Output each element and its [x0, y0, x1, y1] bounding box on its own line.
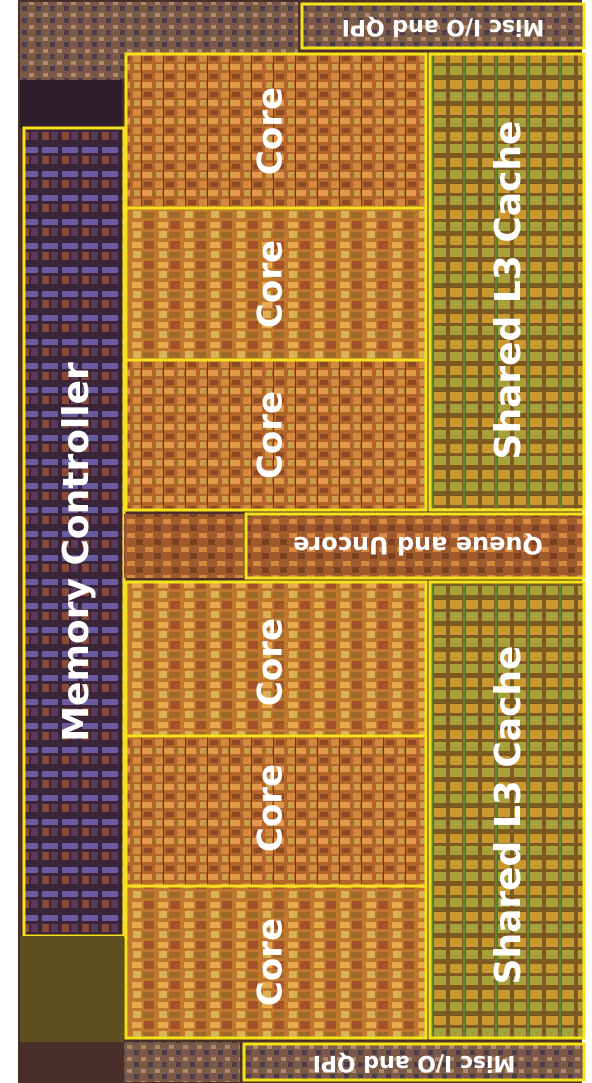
misc-io-top-label: Misc I/O and QPI [342, 14, 545, 39]
core-2-region: Core [124, 206, 428, 362]
core-5-region: Core [124, 734, 428, 888]
core-4-label: Core [251, 618, 291, 706]
bottom-left-block [20, 936, 124, 1042]
misc-io-bottom-region: Misc I/O and QPI [242, 1042, 586, 1082]
core-5-label: Core [251, 764, 291, 852]
memory-controller-region: Memory Controller [22, 126, 126, 938]
core-6-region: Core [124, 884, 428, 1040]
shared-l3-cache-bottom-region: Shared L3 Cache [428, 580, 586, 1040]
core-3-region: Core [124, 358, 428, 512]
core-1-region: Core [124, 52, 428, 210]
core-6-label: Core [251, 918, 291, 1006]
shared-l3-cache-top-region: Shared L3 Cache [428, 52, 586, 512]
shared-l3-cache-top-label: Shared L3 Cache [488, 121, 529, 460]
middle-connector-block [124, 514, 244, 578]
memory-controller-label: Memory Controller [56, 362, 97, 742]
top-left-dark-block [20, 80, 122, 128]
core-4-region: Core [124, 580, 428, 738]
core-1-label: Core [251, 87, 291, 175]
bottom-left-small-block [124, 1042, 240, 1082]
shared-l3-cache-bottom-label: Shared L3 Cache [488, 646, 529, 985]
misc-io-top-region: Misc I/O and QPI [300, 2, 586, 50]
core-2-label: Core [251, 240, 291, 328]
queue-and-uncore-region: Queue and Uncore [244, 512, 586, 580]
misc-io-bottom-label: Misc I/O and QPI [313, 1050, 516, 1075]
core-3-label: Core [251, 391, 291, 479]
queue-and-uncore-label: Queue and Uncore [293, 531, 543, 559]
